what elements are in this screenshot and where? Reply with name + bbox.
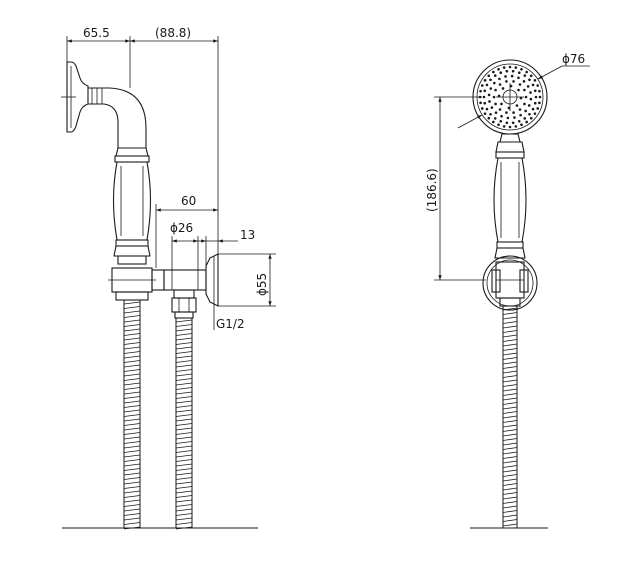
- front-handle-body: [493, 157, 527, 243]
- dim-label-phi-55: ϕ55: [255, 273, 269, 296]
- handle-collar-top: [114, 147, 150, 163]
- shower-arm: [88, 87, 147, 148]
- dim-label-phi-76: ϕ76: [562, 52, 585, 66]
- dim-pipe-diameter: ϕ26: [170, 221, 199, 270]
- dim-wall-to-bend: 65.5: [66, 26, 131, 88]
- hose-right: [175, 318, 193, 530]
- side-view: 65.5 (88.8) 60 ϕ26 13: [61, 26, 276, 530]
- dim-label-60: 60: [181, 194, 196, 208]
- thread-label: G1/2: [216, 317, 245, 331]
- dim-handle-length: (186.6): [425, 96, 486, 281]
- dim-flange-diameter: ϕ55: [218, 253, 276, 307]
- dim-label-88-8: (88.8): [155, 26, 191, 40]
- wall-rosette: [61, 61, 89, 133]
- dim-label-186-6: (186.6): [425, 168, 439, 212]
- front-wall-holder: [482, 255, 538, 311]
- dim-bend-to-bracket: (88.8): [130, 26, 219, 254]
- thread-callout: G1/2: [213, 304, 245, 331]
- holder-clamp: [108, 267, 156, 301]
- handle-collar-bottom: [113, 239, 151, 265]
- front-handle-collar-bottom: [494, 241, 526, 259]
- dim-head-diameter: ϕ76: [457, 52, 590, 129]
- wall-flange: [205, 253, 219, 307]
- dim-label-13: 13: [240, 228, 255, 242]
- dim-label-65-5: 65.5: [83, 26, 110, 40]
- handle-body: [112, 161, 152, 241]
- nozzle-pattern: [478, 65, 542, 129]
- front-handle-collar-top: [495, 133, 525, 159]
- dim-flange-depth: 13: [194, 228, 255, 266]
- dim-label-phi-26: ϕ26: [170, 221, 193, 235]
- holder-pipe: [151, 269, 207, 291]
- hose-left: [123, 300, 141, 530]
- dim-bracket-depth: 60: [155, 194, 218, 268]
- shower-head: [472, 59, 548, 135]
- front-view: ϕ76: [425, 52, 590, 529]
- hose-outlet-nut: [171, 289, 197, 319]
- hose-front: [502, 306, 518, 528]
